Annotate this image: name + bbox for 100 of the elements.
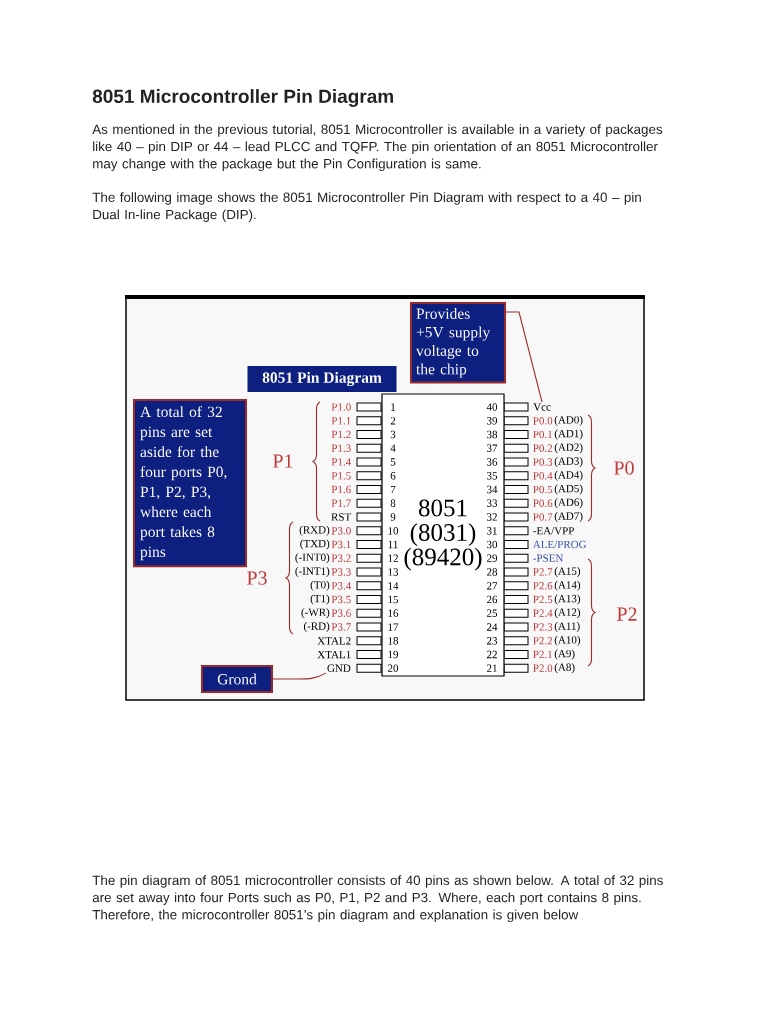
banner: 8051 Pin Diagram	[247, 366, 397, 392]
pin-label: P3.2	[331, 554, 351, 562]
pin-label: P1.1	[331, 417, 351, 425]
callout-box: Provides +5V supply voltage to the chip	[410, 302, 506, 384]
pin-label: P1.5	[331, 472, 351, 480]
pin-label: (AD5)	[554, 484, 583, 495]
pin-label: P1.0	[331, 403, 351, 411]
pin-label: -PSEN	[533, 554, 564, 562]
pin-label: (AD1)	[554, 429, 583, 440]
pin-label: (A13)	[554, 594, 581, 605]
pin-number: 13	[388, 568, 399, 576]
pin-label: P2.2	[533, 637, 553, 645]
pin-number: 33	[487, 499, 498, 507]
pin-number: 28	[487, 568, 498, 576]
pin-label: P1.4	[331, 458, 352, 466]
pin-label: P3.3	[331, 568, 351, 576]
pin-number: 17	[388, 623, 399, 631]
pin-number: 21	[487, 664, 497, 672]
pin-label: (-RD)	[303, 622, 330, 632]
pin-label: P1.3	[331, 444, 351, 452]
pin-label: (A8)	[554, 663, 575, 674]
pin-label: (TXD)	[300, 539, 330, 550]
pin-label: P3.7	[331, 623, 351, 631]
pin-number: 38	[487, 430, 498, 439]
port-label: P1	[273, 454, 293, 468]
pin-number: 8	[390, 499, 396, 507]
pin-label: (AD7)	[554, 512, 583, 522]
leader-line	[272, 672, 327, 680]
pin-number: 39	[487, 417, 498, 425]
pin-number: 31	[487, 527, 497, 535]
pin-number: 18	[388, 637, 399, 645]
leader-line	[505, 311, 543, 403]
pin-number: 19	[388, 650, 399, 659]
paragraph: The following image shows the 8051 Microcontroller Pin Diagram with respect to a 40 – pin Dual In-line Package (DIP).	[92, 192, 641, 222]
pin-label: P0.1	[533, 430, 552, 439]
pin-label: (AD6)	[554, 498, 583, 509]
pin-label: (A11)	[554, 622, 580, 632]
pin-label: P0.0	[533, 417, 553, 425]
pin-number: 15	[388, 595, 399, 604]
pin-label: P0.3	[533, 458, 553, 466]
pin-number: 9	[390, 513, 396, 521]
paragraph: The pin diagram of 8051 microcontroller consists of 40 pins as shown below. A total of 32 pins are set away into four Ports such as P0, P1, P2 and P3. Where, each port contains 8 pins. Therefore, the microcontroller 8051’s pin diagram and explanation is given below	[92, 875, 663, 923]
pin-label: ALE/PROG	[532, 540, 587, 549]
pin-label: P1.2	[331, 430, 351, 439]
pin-label: P1.7	[331, 499, 351, 507]
pin-label: (T0)	[310, 580, 330, 591]
pin-label: (AD3)	[554, 457, 583, 467]
pin-number: 3	[390, 430, 396, 439]
pin-number: 7	[391, 485, 396, 494]
pin-number: 29	[487, 554, 498, 562]
pin-number: 16	[388, 609, 399, 617]
pin-number: 12	[388, 554, 398, 562]
pin-label: XTAL1	[317, 650, 351, 659]
pin-label: (-INT1)	[295, 567, 330, 577]
pin-number: 20	[388, 664, 399, 672]
pin-number: 10	[388, 527, 399, 535]
pin-number: 35	[487, 472, 498, 480]
pin-label: (A12)	[554, 608, 581, 619]
heading: 8051 Microcontroller Pin Diagram	[92, 89, 393, 107]
pin-number: 37	[487, 444, 498, 452]
pin-label: (A9)	[554, 649, 575, 660]
pin-label: Vcc	[533, 403, 551, 411]
pin-label: P3.1	[331, 540, 351, 549]
pin-number: 23	[487, 637, 498, 645]
pin-label: P2.5	[533, 595, 553, 604]
pin-label: P0.6	[533, 499, 553, 507]
pin-number: 1	[391, 403, 396, 411]
pin-label: P3.5	[331, 595, 351, 604]
pin-label: (AD2)	[554, 443, 583, 454]
pin-label: P1.6	[331, 485, 351, 494]
pin-label: (A15)	[554, 567, 581, 577]
pin-number: 11	[388, 540, 398, 549]
pin-label: P0.7	[533, 513, 553, 521]
pin-label: P2.6	[533, 582, 553, 590]
callout-box: Grond	[201, 665, 273, 693]
pin-label: P2.0	[533, 664, 553, 672]
pin-number: 34	[487, 485, 498, 494]
paragraph: As mentioned in the previous tutorial, 8051 Microcontroller is available in a variety of packages like 40 – pin DIP or 44 – lead PLCC and TQFP. The pin orientation of an 8051 Microcontroller may change with the package but the Pin Configuration is same.	[92, 124, 663, 172]
pin-label: P3.6	[331, 609, 351, 617]
pin-number: 30	[487, 540, 498, 549]
pin-label: P2.3	[533, 623, 553, 631]
pin-label: (RXD)	[299, 525, 330, 536]
pin-label: P3.0	[331, 527, 351, 535]
pin-label: (AD0)	[554, 415, 583, 426]
pin-number: 36	[487, 458, 498, 466]
pin-number: 22	[487, 650, 497, 659]
port-label: P0	[614, 461, 634, 475]
pin-label: P2.7	[533, 568, 553, 576]
pin-label: P2.1	[533, 650, 552, 659]
port-label: P3	[247, 571, 267, 585]
pin-label: (A14)	[554, 580, 581, 591]
pin-label: (T1)	[310, 594, 330, 605]
pin-label: P3.4	[331, 582, 352, 590]
pin-label: (-INT0)	[295, 553, 330, 564]
pin-label: P0.2	[533, 444, 553, 452]
pin-label: (A10)	[554, 635, 581, 646]
pin-number: 40	[486, 403, 498, 411]
pin-label: GND	[327, 664, 351, 672]
pin-number: 26	[487, 595, 498, 604]
pin-number: 24	[487, 623, 498, 631]
